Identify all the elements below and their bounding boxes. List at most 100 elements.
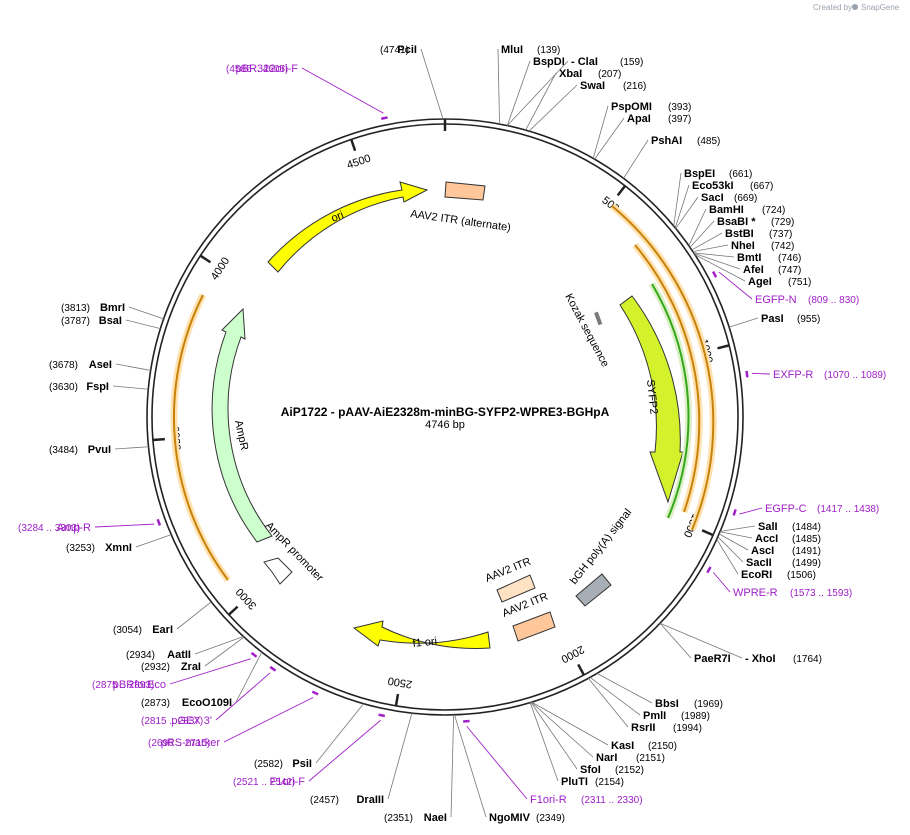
site-name: EcoRI — [741, 569, 772, 581]
site-name: NarI — [596, 752, 617, 764]
site-position: (1994) — [673, 723, 702, 734]
tick-mark — [199, 254, 212, 264]
site-position: (2154) — [595, 777, 624, 788]
site-name: PasI — [761, 313, 784, 325]
site-position: (3253) — [66, 543, 95, 554]
plasmid-title: AiP1722 - pAAV-AiE2328m-minBG-SYFP2-WPRE… — [281, 405, 610, 419]
site-leader-line — [716, 539, 739, 575]
orf-orange-2 — [611, 205, 715, 531]
site-position: (397) — [668, 114, 691, 125]
primer-range: (809 .. 830) — [808, 295, 859, 306]
site-position: (2934) — [126, 650, 155, 661]
site-position: (216) — [623, 81, 646, 92]
tick-label: 4500 — [345, 153, 372, 172]
site-position: (746) — [778, 253, 801, 264]
f1-ori-arrow — [352, 620, 491, 649]
ampr-promoter-arrow — [263, 557, 293, 585]
primer-mark — [269, 665, 277, 672]
site-position: (751) — [788, 277, 811, 288]
feature-label-kozak: Kozak sequence — [562, 292, 611, 369]
credit-brand: SnapGene — [861, 3, 900, 12]
primer-range: (2696 .. 2715) — [148, 738, 210, 749]
site-position: (669) — [734, 193, 757, 204]
feature-label-ampr-promoter: AmpR promoter — [263, 520, 326, 584]
site-name: - XhoI — [745, 653, 776, 665]
syfp2-arrow — [619, 295, 684, 504]
primer-name: pBRforEco — [113, 679, 166, 691]
itr-box-1 — [496, 574, 536, 603]
primer-leader-line — [718, 271, 753, 300]
site-name: BmrI — [100, 302, 125, 314]
site-name: - ClaI — [571, 56, 598, 68]
primer-mark — [156, 518, 162, 526]
site-leader-line — [693, 252, 741, 270]
orf-orange-3 — [172, 294, 229, 581]
site-position: (3484) — [49, 445, 78, 456]
site-position: (1499) — [792, 558, 821, 569]
primer-mark — [732, 509, 737, 516]
primer-leader-line — [215, 672, 271, 721]
site-leader-line — [525, 72, 557, 131]
primer-mark — [378, 713, 386, 718]
site-position: (139) — [537, 45, 560, 56]
tick-mark — [152, 437, 165, 442]
site-name: EcoO109I — [182, 697, 232, 709]
site-name: NaeI — [424, 812, 447, 824]
primer-name: EGFP-C — [765, 503, 807, 515]
site-name: ZraI — [181, 661, 201, 673]
primer-range: (3284 .. 3303) — [18, 523, 80, 534]
site-name: AscI — [751, 545, 774, 557]
ampr-arrow — [211, 307, 273, 543]
site-name: KasI — [611, 740, 634, 752]
site-leader-line — [673, 172, 682, 227]
site-leader-line — [128, 306, 164, 320]
site-leader-line — [689, 220, 715, 248]
site-leader-line — [497, 48, 500, 125]
primer-range: (1417 .. 1438) — [817, 504, 879, 515]
site-leader-line — [235, 651, 263, 703]
site-leader-line — [659, 622, 743, 659]
site-position: (2873) — [141, 698, 170, 709]
site-leader-line — [596, 673, 653, 704]
site-leader-line — [692, 244, 729, 252]
site-leader-line — [194, 636, 244, 655]
site-leader-line — [528, 84, 578, 132]
site-leader-line — [531, 701, 609, 746]
site-name: SfoI — [580, 764, 601, 776]
primer-name: F1ori-F — [270, 776, 306, 788]
site-position: (3678) — [49, 360, 78, 371]
site-name: PciI — [397, 44, 417, 56]
site-leader-line — [135, 534, 172, 548]
site-leader-line — [691, 232, 723, 251]
tick-label: 2000 — [559, 643, 586, 665]
site-position: (667) — [750, 181, 773, 192]
site-leader-line — [125, 319, 161, 329]
site-position: (661) — [729, 169, 752, 180]
site-name: XbaI — [559, 68, 582, 80]
primer-leader-line — [712, 572, 731, 593]
site-name: BamHI — [709, 204, 744, 216]
site-position: (3054) — [113, 625, 142, 636]
primer-range: (2521 .. 2542) — [233, 777, 295, 788]
site-leader-line — [688, 208, 707, 246]
primer-leader-line — [169, 658, 252, 685]
site-name: PshAI — [651, 135, 682, 147]
primer-name: Amp-R — [57, 522, 91, 534]
tick-mark — [577, 663, 585, 676]
site-leader-line — [176, 601, 212, 630]
tick-label: 4000 — [209, 255, 232, 282]
primer-mark — [745, 370, 749, 378]
orf-orange-1 — [634, 244, 701, 513]
primer-range: (2311 .. 2330) — [581, 795, 643, 806]
site-name: PaeR7I — [694, 653, 731, 665]
site-position: (2351) — [384, 813, 413, 824]
snapgene-credit: Created by SnapGene — [813, 3, 900, 12]
site-leader-line — [694, 254, 746, 282]
site-position: (3787) — [61, 316, 90, 327]
bgh-polya-box — [575, 573, 612, 607]
site-name: BspEI — [684, 168, 715, 180]
site-leader-line — [588, 678, 629, 728]
site-leader-line — [506, 60, 569, 126]
primer-name: F1ori-R — [530, 794, 567, 806]
primer-range: (2875 .. 2893) — [92, 680, 154, 691]
